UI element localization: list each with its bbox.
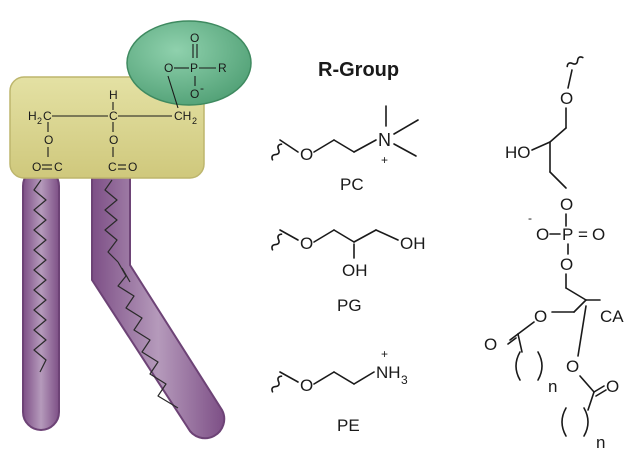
r-group-panel: R-Group O N + PC O OH OH [271, 59, 426, 435]
pg-oxygen: O [300, 234, 313, 253]
headgroup-phosphate: O P R O O - [164, 31, 227, 109]
glycerol-backbone-box [9, 76, 205, 179]
h2c-c: C [43, 109, 52, 123]
pg-label: PG [337, 296, 362, 315]
pc-structure: O N + PC [271, 105, 419, 194]
ca-oxygen-top: O [560, 89, 573, 108]
ch2-sub: 2 [192, 116, 197, 126]
carbonyl-o-1: O [32, 160, 41, 174]
ca-repeat-n-2: n [596, 433, 605, 452]
phosphorus: P [190, 61, 198, 75]
pc-oxygen: O [300, 145, 313, 164]
pc-plus: + [381, 153, 388, 167]
pe-nh: NH [376, 363, 401, 382]
ca-double-bond: = [578, 225, 588, 244]
ester-o-2: O [109, 133, 118, 147]
ch2-c: CH [174, 109, 191, 123]
phosphoryl-oxygen: O [190, 31, 199, 45]
carbonyl-c-1: C [54, 160, 63, 174]
carbonyl-c-2: C [108, 160, 117, 174]
anionic-oxygen: O [190, 87, 199, 101]
pc-nitrogen: N [378, 130, 391, 150]
phospholipid-cartoon: O P R O O - H 2 C H C CH 2 O [9, 20, 252, 440]
h2c-h: H [28, 109, 37, 123]
ca-label: CA [600, 307, 624, 326]
ca-carbonyl-oxygen-1: O [484, 335, 497, 354]
h2c-sub: 2 [37, 116, 42, 126]
pe-structure: O NH 3 + PE [271, 347, 408, 435]
carbonyl-o-2: O [128, 160, 137, 174]
ca-phosphorus: P [562, 225, 573, 244]
ca-minus: - [528, 211, 532, 225]
ca-ester-oxygen-1: O [534, 307, 547, 326]
ester-oxygen: O [164, 61, 173, 75]
headgroup-ellipse [126, 20, 252, 106]
pg-hydroxyl-terminal: OH [400, 234, 426, 253]
saturated-tail [22, 167, 60, 431]
ca-hydroxyl: HO [505, 143, 531, 162]
ca-oxygen-low: O [560, 255, 573, 274]
ca-ester-oxygen-2: O [566, 357, 579, 376]
r-group-heading: R-Group [318, 59, 399, 81]
glycerol-chemistry: H 2 C H C CH 2 O O O C C O [28, 88, 197, 174]
methine-h: H [109, 88, 118, 102]
pe-nh-sub: 3 [401, 373, 408, 387]
r-substituent: R [218, 61, 227, 75]
ester-o-1: O [44, 133, 53, 147]
methine-c: C [109, 109, 118, 123]
pc-label: PC [340, 175, 364, 194]
minus-charge: - [200, 81, 204, 95]
ca-anionic-oxygen: O [536, 225, 549, 244]
ca-phosphoryl-oxygen: O [592, 225, 605, 244]
ca-oxygen-mid: O [560, 195, 573, 214]
pg-hydroxyl-secondary: OH [342, 261, 368, 280]
ca-carbonyl-oxygen-2: O [606, 377, 619, 396]
ca-repeat-n-1: n [548, 377, 557, 396]
pg-structure: O OH OH PG [271, 229, 426, 315]
pe-oxygen: O [300, 376, 313, 395]
unsaturated-tail [91, 167, 226, 440]
pe-label: PE [337, 416, 360, 435]
ca-structure: O HO O - O P = O O CA O O n O [484, 56, 624, 452]
pe-plus: + [381, 347, 388, 361]
